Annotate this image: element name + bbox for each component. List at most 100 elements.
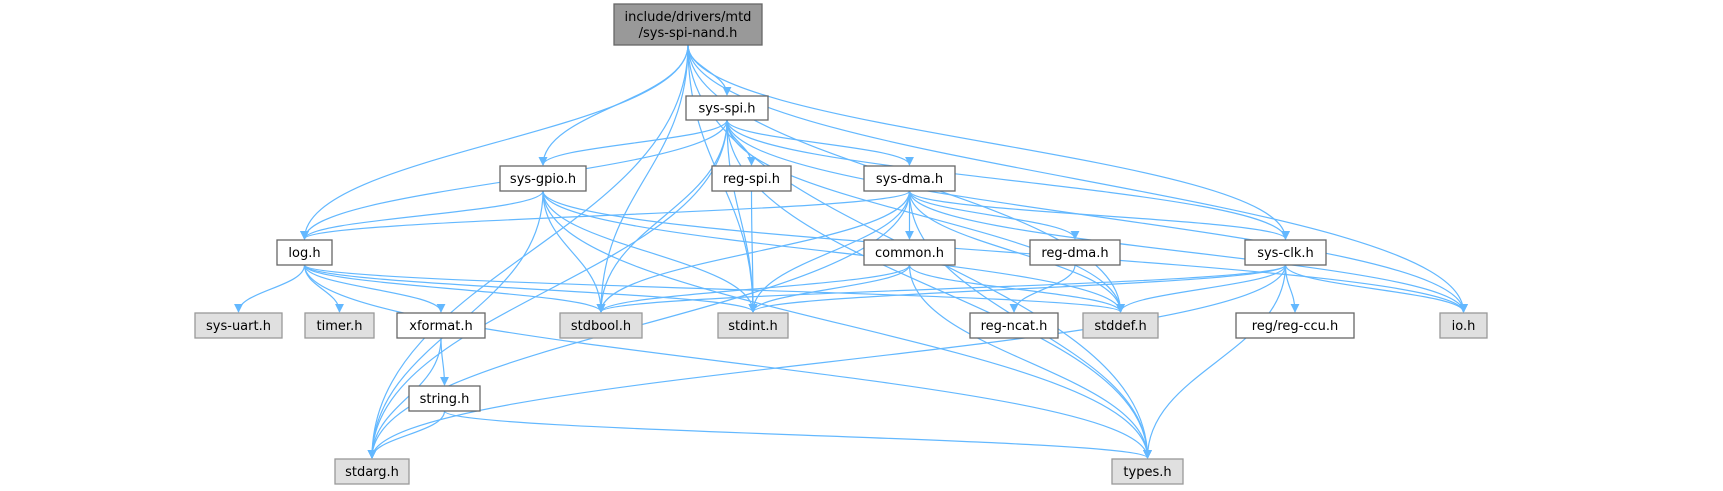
node-stdbool: stdbool.h xyxy=(559,312,643,339)
node-xformat-label: xformat.h xyxy=(409,319,472,334)
node-sys-gpio[interactable]: sys-gpio.h xyxy=(499,165,587,192)
node-stdarg-label: stdarg.h xyxy=(345,465,399,480)
node-root-label: include/drivers/mtd xyxy=(625,10,752,25)
edge-sys-clk-to-stdint xyxy=(748,264,1287,313)
node-types-label: types.h xyxy=(1123,465,1171,480)
node-sys-uart-box xyxy=(194,312,283,339)
edge-sys-spi-to-stdint xyxy=(726,119,758,313)
node-root[interactable]: include/drivers/mtd/sys-spi-nand.h xyxy=(613,3,763,46)
node-common[interactable]: common.h xyxy=(863,239,956,266)
edge-sys-dma-to-io xyxy=(908,190,1468,313)
node-sys-clk-label: sys-clk.h xyxy=(1257,246,1314,261)
node-io: io.h xyxy=(1439,312,1488,339)
edge-sys-gpio-to-types xyxy=(542,190,1152,459)
edge-root-to-stdarg xyxy=(367,44,689,459)
node-reg-spi[interactable]: reg-spi.h xyxy=(711,165,792,192)
edge-sys-gpio-to-stdbool xyxy=(542,190,606,313)
node-types: types.h xyxy=(1111,458,1184,485)
node-string-box xyxy=(408,385,481,412)
node-reg-ncat-box xyxy=(969,312,1059,339)
edge-string-to-types xyxy=(443,410,1152,459)
node-string-label: string.h xyxy=(420,392,470,407)
edge-sys-dma-to-stdbool xyxy=(596,190,911,313)
node-stddef: stddef.h xyxy=(1082,312,1159,339)
node-sys-dma[interactable]: sys-dma.h xyxy=(863,165,956,192)
edges-layer xyxy=(234,44,1468,459)
node-log-label: log.h xyxy=(288,246,320,261)
edge-root-to-sys-clk xyxy=(687,44,1290,240)
edge-sys-spi-to-sys-gpio xyxy=(538,119,728,166)
node-reg-dma-box xyxy=(1029,239,1121,266)
edge-common-to-stdbool xyxy=(596,264,911,313)
node-io-box xyxy=(1439,312,1488,339)
edge-sys-clk-to-types xyxy=(1143,264,1287,459)
node-common-box xyxy=(863,239,956,266)
edge-sys-clk-to-stddef xyxy=(1116,264,1287,313)
edge-sys-spi-to-stdbool xyxy=(596,119,728,313)
edge-sys-gpio-to-io xyxy=(542,190,1468,313)
node-reg-spi-box xyxy=(711,165,792,192)
edge-sys-dma-to-sys-clk xyxy=(908,190,1290,240)
node-sys-dma-label: sys-dma.h xyxy=(876,172,943,187)
edge-log-to-types xyxy=(303,264,1152,459)
node-timer-label: timer.h xyxy=(317,319,363,334)
node-stdint-box xyxy=(717,312,789,339)
edge-sys-clk-to-stdbool xyxy=(596,264,1287,313)
node-xformat[interactable]: xformat.h xyxy=(396,312,486,339)
edge-sys-dma-to-reg-dma xyxy=(908,190,1080,240)
node-reg-ncat-label: reg-ncat.h xyxy=(981,319,1048,334)
edge-root-to-stdbool xyxy=(596,44,689,313)
node-sys-dma-box xyxy=(863,165,956,192)
edge-sys-spi-to-sys-dma xyxy=(726,119,914,166)
node-timer: timer.h xyxy=(304,312,375,339)
node-sys-uart: sys-uart.h xyxy=(194,312,283,339)
node-sys-clk-box xyxy=(1244,239,1327,266)
node-stddef-label: stddef.h xyxy=(1094,319,1146,334)
node-sys-spi-box xyxy=(685,95,769,121)
edge-sys-spi-to-stddef xyxy=(726,119,1125,313)
edge-sys-spi-to-sys-clk xyxy=(726,119,1290,240)
node-stdint-label: stdint.h xyxy=(728,319,777,334)
edge-sys-clk-to-stdarg xyxy=(367,264,1287,459)
edge-sys-dma-to-stdint xyxy=(748,190,911,313)
node-reg-ncat[interactable]: reg-ncat.h xyxy=(969,312,1059,339)
node-string[interactable]: string.h xyxy=(408,385,481,412)
node-reg-dma[interactable]: reg-dma.h xyxy=(1029,239,1121,266)
edge-sys-clk-to-io xyxy=(1284,264,1468,313)
edge-root-to-io xyxy=(687,44,1468,313)
node-sys-spi[interactable]: sys-spi.h xyxy=(685,95,769,121)
node-sys-gpio-box xyxy=(499,165,587,192)
edge-log-to-sys-uart xyxy=(234,264,306,313)
edge-sys-dma-to-log xyxy=(300,190,911,240)
edge-log-to-stdbool xyxy=(303,264,606,313)
node-root-box xyxy=(613,3,763,46)
edge-xformat-to-string xyxy=(439,337,449,386)
node-stdint: stdint.h xyxy=(717,312,789,339)
edge-common-to-types xyxy=(908,264,1152,459)
edge-log-to-stdint xyxy=(303,264,758,313)
edge-log-to-stddef xyxy=(303,264,1125,313)
node-stdbool-box xyxy=(559,312,643,339)
node-root-label: /sys-spi-nand.h xyxy=(639,26,738,41)
node-reg-spi-label: reg-spi.h xyxy=(723,172,780,187)
edge-sys-spi-to-stdarg xyxy=(367,119,728,459)
node-xformat-box xyxy=(396,312,486,339)
edge-log-to-xformat xyxy=(303,264,446,313)
node-types-box xyxy=(1111,458,1184,485)
edge-reg-spi-to-stdint xyxy=(748,190,758,313)
node-reg-ccu[interactable]: reg/reg-ccu.h xyxy=(1235,312,1355,339)
node-reg-ccu-box xyxy=(1235,312,1355,339)
node-log[interactable]: log.h xyxy=(276,239,333,266)
edge-sys-gpio-to-stdint xyxy=(542,190,758,313)
node-sys-clk[interactable]: sys-clk.h xyxy=(1244,239,1327,266)
nodes-layer: include/drivers/mtd/sys-spi-nand.h sys-sp… xyxy=(194,3,1488,485)
edge-sys-spi-to-io xyxy=(726,119,1468,313)
node-stdarg: stdarg.h xyxy=(334,458,410,485)
node-log-box xyxy=(276,239,333,266)
node-sys-uart-label: sys-uart.h xyxy=(206,319,271,334)
edge-string-to-stdarg xyxy=(367,410,446,459)
node-sys-spi-label: sys-spi.h xyxy=(699,102,756,117)
node-stdbool-label: stdbool.h xyxy=(571,319,631,334)
node-sys-gpio-label: sys-gpio.h xyxy=(510,172,576,187)
